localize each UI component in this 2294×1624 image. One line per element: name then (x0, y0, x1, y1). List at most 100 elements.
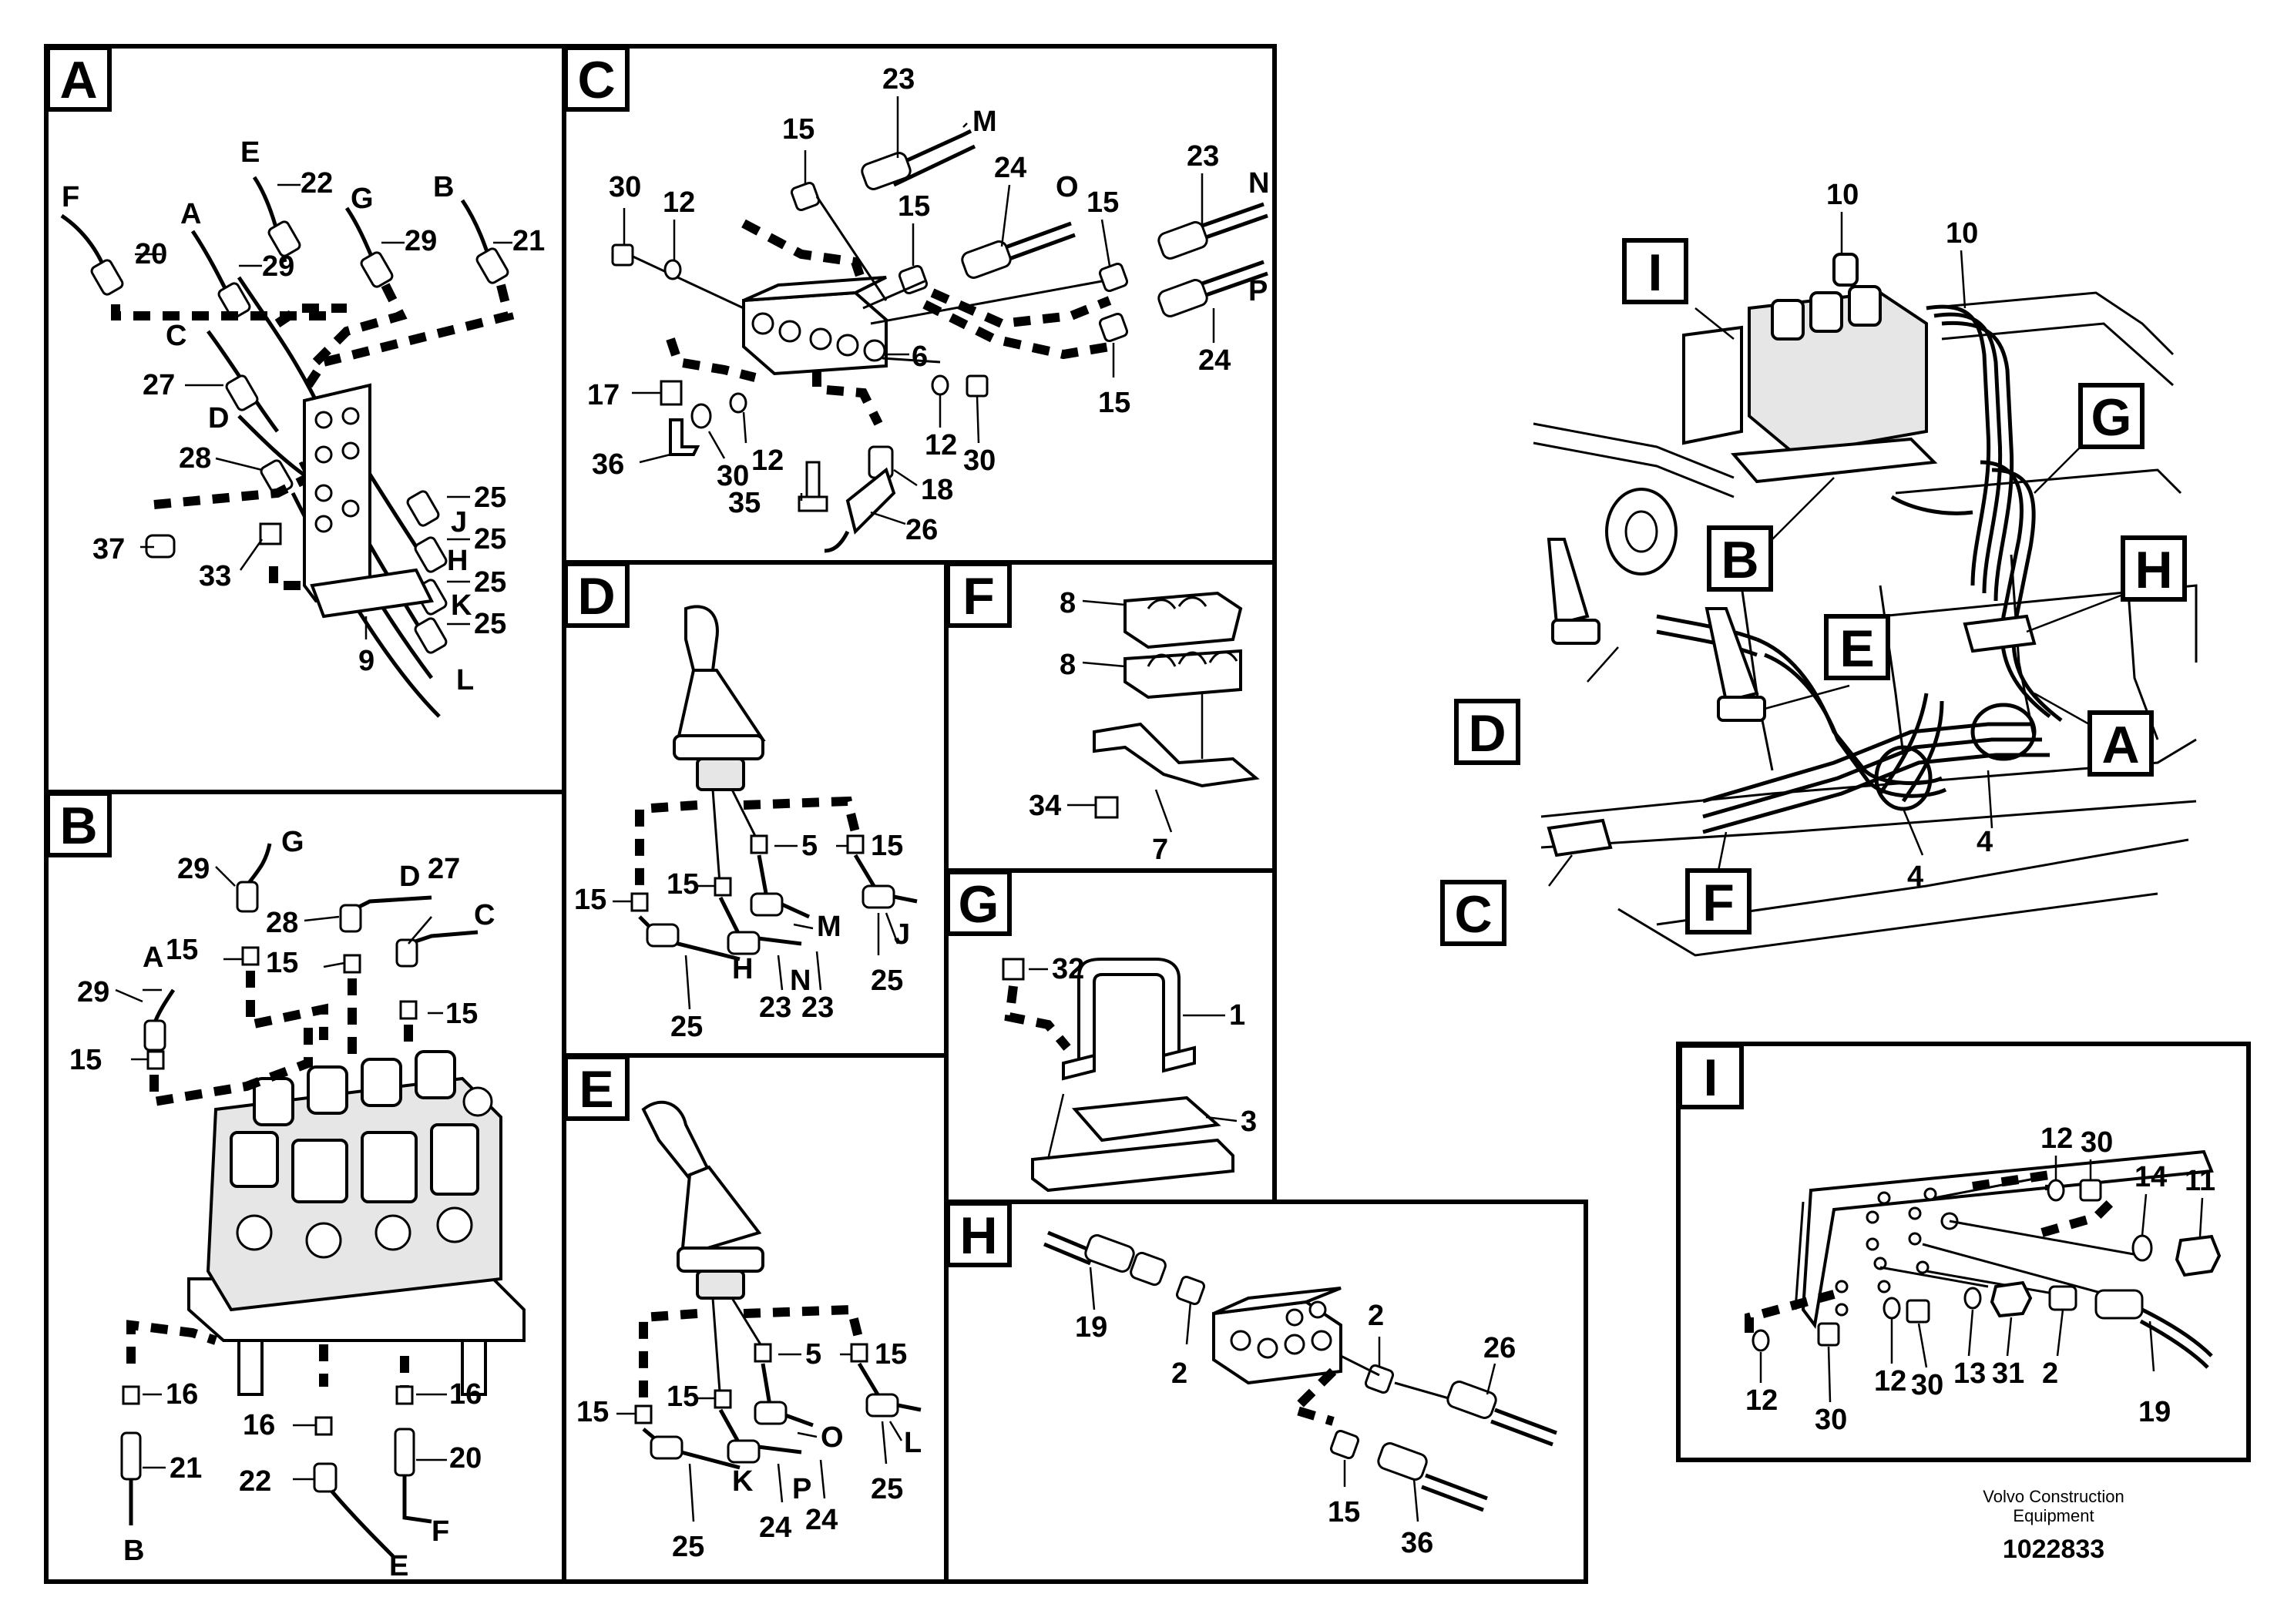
mounting-bracket (310, 568, 435, 619)
callout: 32 (1052, 953, 1084, 985)
callout: 12 (1745, 1384, 1778, 1417)
panel-frames (44, 44, 2251, 1584)
callout: E (389, 1550, 408, 1582)
callout: 8 (1060, 587, 1076, 619)
hose (1490, 1419, 1553, 1447)
hose (824, 530, 850, 553)
panel-h-letterbox (945, 1201, 1012, 1267)
callout: 15 (1098, 387, 1130, 419)
bracket-foot (1062, 1053, 1096, 1081)
port (1285, 1308, 1304, 1327)
seal-ring (729, 392, 747, 414)
leader-line (408, 916, 432, 945)
leader-line (688, 1463, 695, 1522)
leader-line (1089, 1267, 1096, 1310)
valve-section (291, 1139, 348, 1203)
hose-guard-bracket (1077, 958, 1181, 1065)
adapter (630, 892, 649, 912)
adapter (714, 1389, 732, 1409)
callout: 6 (912, 341, 928, 373)
panel-d-letter: D (577, 567, 615, 626)
hose (1494, 1408, 1557, 1435)
company-name-line1: Volvo Construction (1983, 1487, 2124, 1506)
elbow-fitting (236, 881, 259, 913)
panel-i-frame (1676, 1042, 2251, 1462)
adapter (754, 1343, 772, 1363)
callout: 18 (921, 474, 953, 506)
seal-ring (931, 374, 949, 396)
adapter (750, 834, 768, 854)
hose-bundle (1890, 495, 1973, 515)
joystick-grip (641, 1100, 711, 1181)
port (314, 445, 333, 464)
callout: 28 (266, 907, 298, 939)
callout: 15 (266, 947, 298, 979)
adapter (122, 1385, 140, 1405)
callout: 27 (143, 369, 175, 401)
panel-c-letterbox (563, 45, 630, 112)
hose-bundle (1764, 653, 1947, 798)
overview-tag-f-letter: F (1702, 874, 1735, 932)
leader-line (684, 955, 691, 1010)
callout: 15 (1087, 186, 1119, 219)
callout: 30 (609, 171, 641, 203)
dashed-route (1745, 1290, 1836, 1333)
bolt-hole (1866, 1237, 1879, 1251)
elbow-fitting (865, 1393, 899, 1418)
dashed-hose-route (111, 304, 331, 320)
callout: 22 (301, 167, 333, 200)
callout: 17 (587, 379, 620, 411)
leader-line (893, 468, 918, 487)
hose-bundle (1878, 693, 1929, 795)
adapter (1329, 1429, 1360, 1460)
callout: 15 (166, 934, 198, 966)
leader-line (1960, 250, 1967, 309)
leader-line (215, 457, 263, 471)
dashed-route (2040, 1198, 2115, 1237)
port (1230, 1330, 1251, 1351)
dashed-hose-route (304, 284, 515, 388)
callout: 8 (1060, 649, 1076, 681)
callout: 5 (801, 830, 818, 862)
callout: 3 (1241, 1106, 1257, 1138)
valve-base (1730, 437, 1938, 484)
plug (611, 243, 634, 267)
adapter (850, 1343, 868, 1363)
dashed-hose-route (149, 1017, 313, 1108)
elbow-fitting (646, 923, 680, 948)
seal-ring (1752, 1329, 1770, 1352)
manifold-plate-i-detail (1801, 1149, 2214, 1329)
callout: 4 (1977, 826, 1993, 858)
seal-ring (1883, 1297, 1901, 1320)
leader-line (1185, 1301, 1192, 1345)
leader-line (1987, 770, 1993, 829)
hose-end (1446, 1381, 1497, 1419)
machine-overview: 10 10 4 4 I G B H D E A C F (1440, 179, 2198, 957)
callout: 24 (759, 1512, 791, 1544)
valve-spool (307, 1065, 348, 1115)
callout: 37 (92, 533, 125, 565)
hose-bundle (1702, 737, 2042, 819)
leader-line (1827, 1346, 1832, 1403)
manifold-plate (303, 383, 371, 603)
plug (966, 374, 989, 398)
elbow-fitting (750, 892, 784, 917)
overview-tag-b-letter: B (1721, 531, 1758, 589)
panel-d-letterbox (563, 562, 630, 628)
port (236, 1214, 273, 1251)
port (1257, 1337, 1278, 1359)
callout: 21 (512, 225, 545, 257)
callout: 25 (871, 1473, 903, 1505)
leader-line (1000, 184, 1011, 247)
frame-line (1926, 291, 2175, 356)
valve-spool (1771, 299, 1805, 341)
hose-end (861, 152, 912, 190)
callout: 5 (805, 1338, 821, 1371)
hose (711, 1297, 722, 1403)
callout: 10 (1826, 179, 1859, 211)
callout: D (399, 861, 420, 893)
bolt-hole (1923, 1187, 1937, 1201)
dashed-hose-route (269, 566, 324, 590)
frame-line (1895, 468, 2182, 495)
leader-line (1412, 1478, 1419, 1522)
